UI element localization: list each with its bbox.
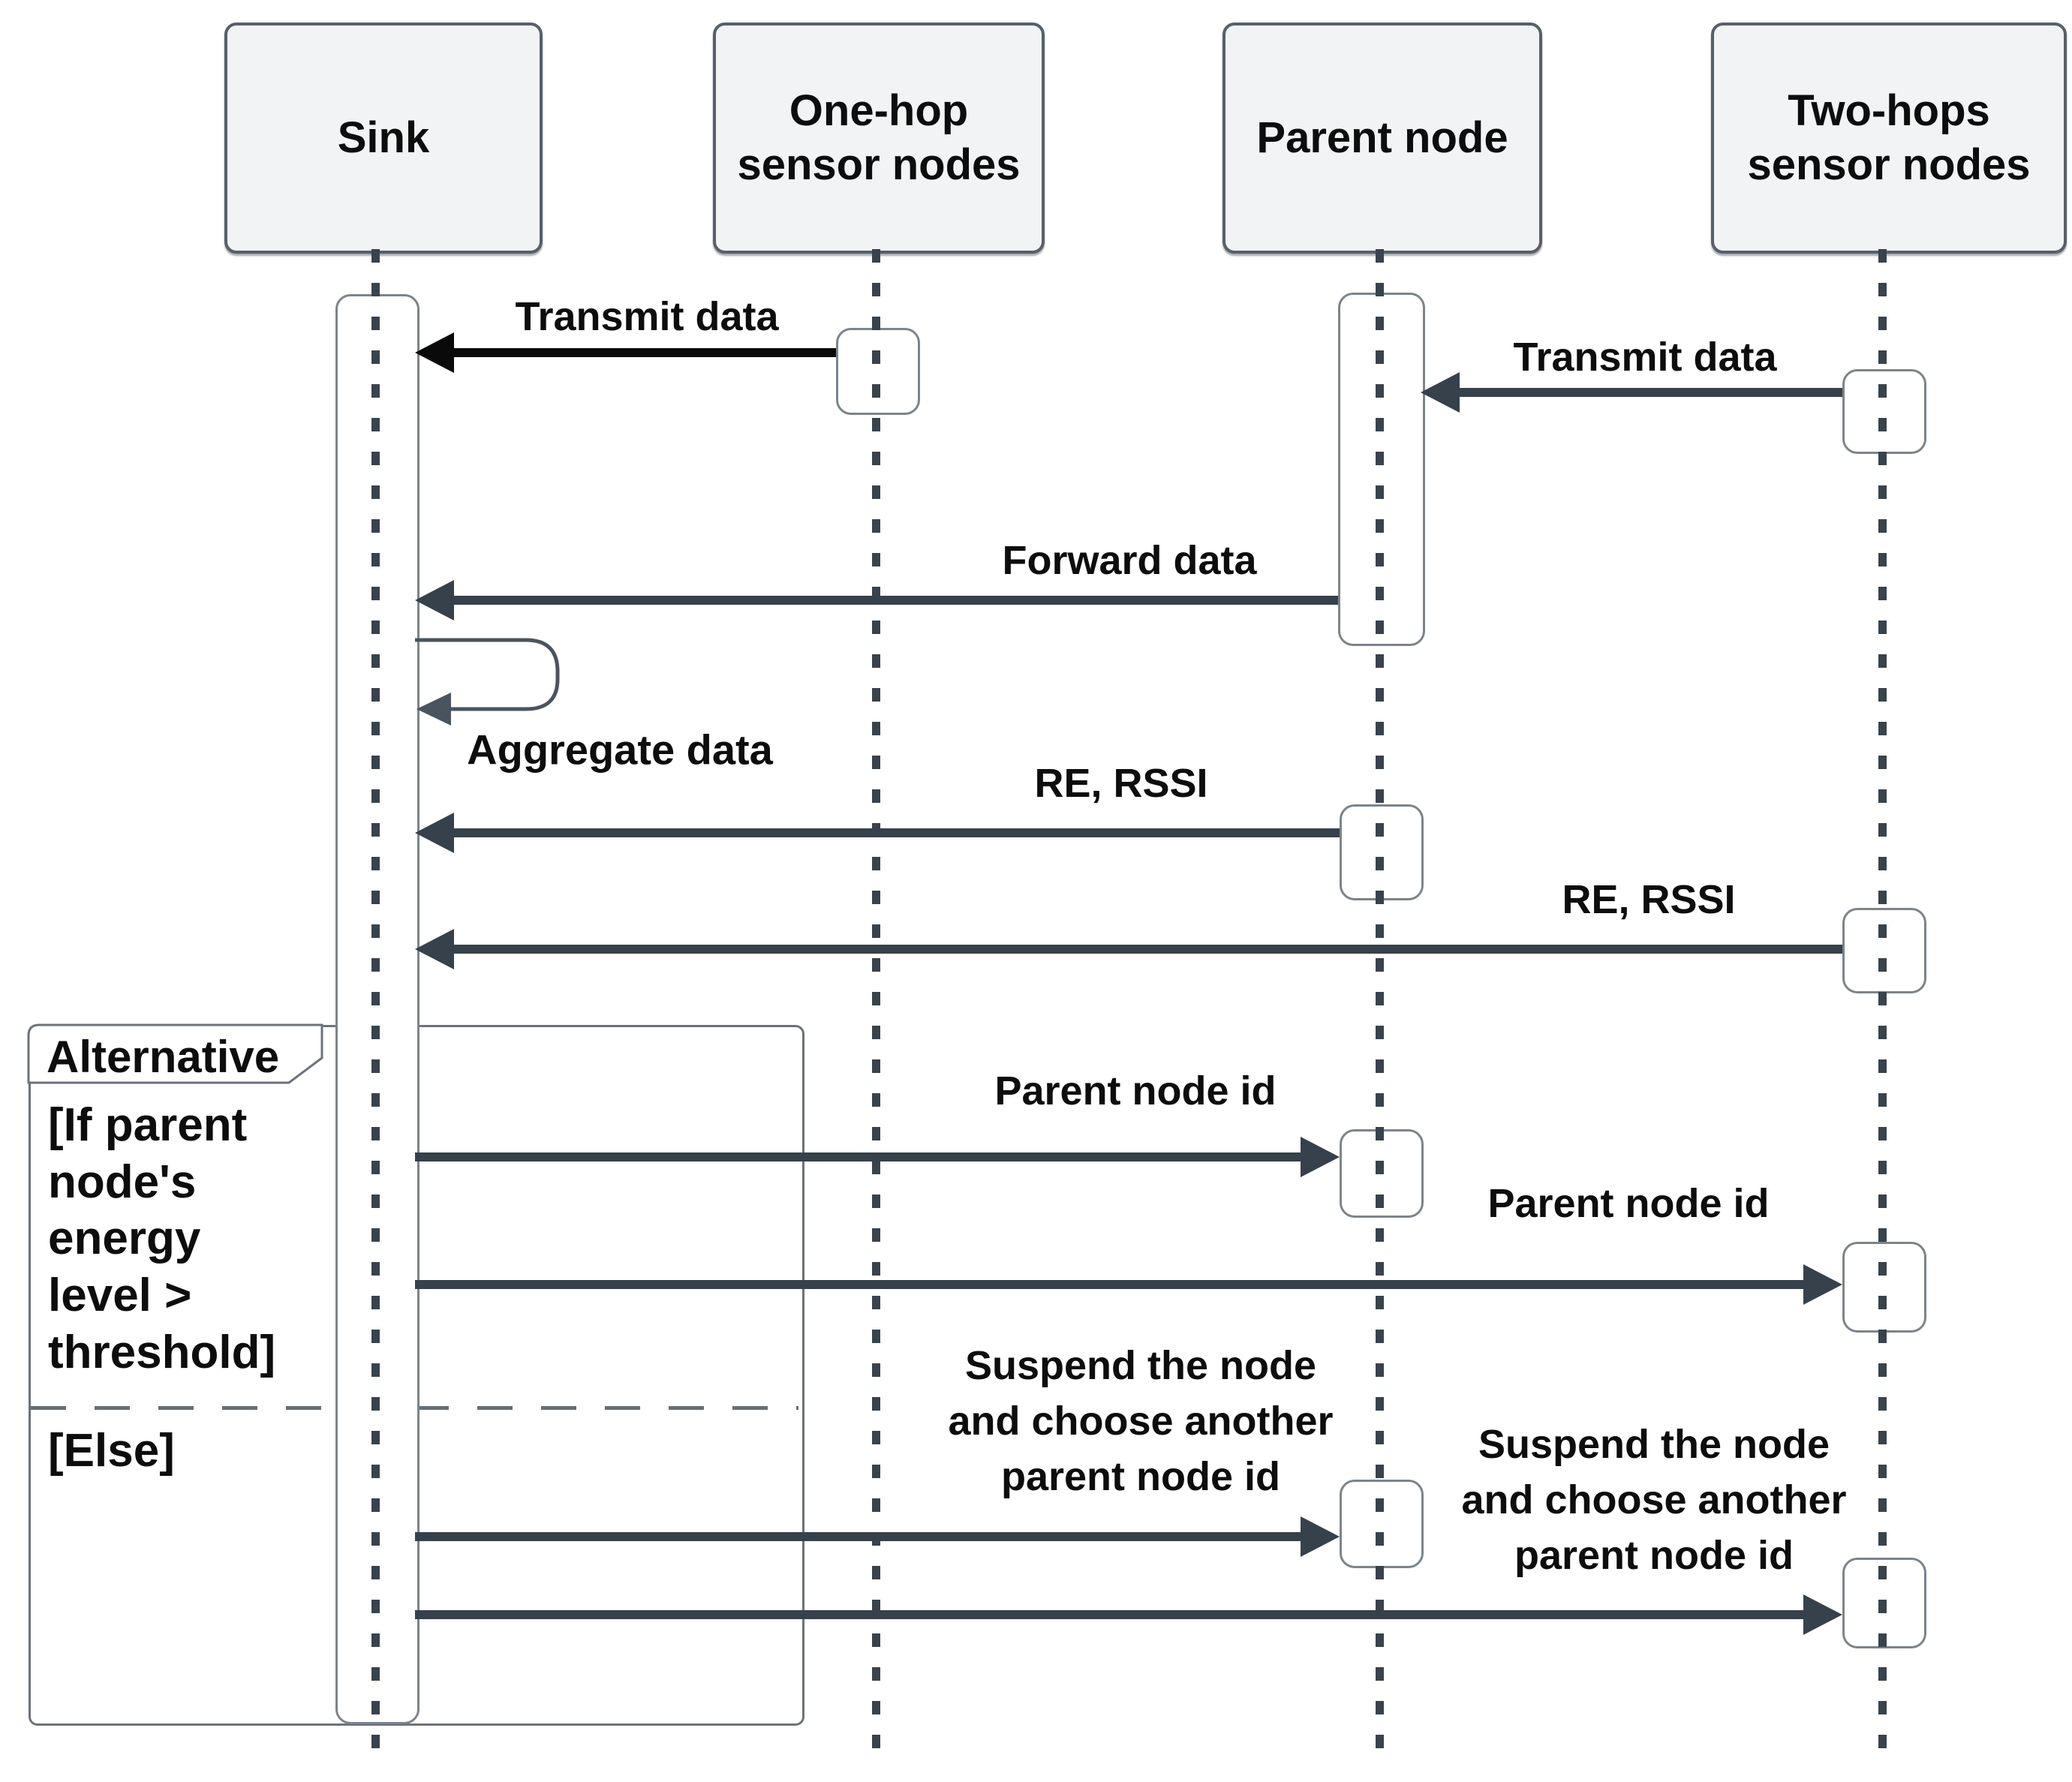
arrowhead-left-icon [415,332,454,373]
lifeline-parent [1376,249,1384,1761]
alt-frame-tab [27,1023,323,1084]
arrowhead-left-icon [415,813,454,853]
participant-two-hops-sensor-nodes: Two-hops sensor nodes [1711,23,2067,254]
arrow-shaft [448,828,1340,837]
alt-guard-if: [If parent node's energy level > thresho… [48,1099,276,1378]
participant-one-hop-label: One-hop sensor nodes [737,86,1021,190]
message-suspend-2-arrow [415,1594,1842,1635]
message-re-rssi-2-arrow [415,929,1842,969]
arrowhead-right-icon [1803,1264,1842,1305]
message-parent-node-id-2-label: Parent node id [1487,1181,1770,1227]
arrowhead-left-icon [1421,372,1460,413]
message-re-rssi-1-label: RE, RSSI [1034,761,1208,807]
message-transmit-data-1-label: Transmit data [515,294,779,340]
participant-parent-label: Parent node [1256,113,1508,162]
participant-parent-node: Parent node [1222,23,1542,254]
message-suspend-2-label: Suspend the node and choose another pare… [1461,1422,1847,1578]
arrow-shaft [1454,388,1842,397]
message-re-rssi-1-arrow [415,813,1340,853]
alt-guard-else: [Else] [48,1425,175,1477]
arrow-shaft [415,1280,1809,1289]
lifeline-one-hop [872,249,880,1761]
arrowhead-left-icon [415,929,454,969]
message-parent-node-id-1-label: Parent node id [994,1068,1277,1114]
participant-one-hop-sensor-nodes: One-hop sensor nodes [713,23,1045,254]
arrowhead-right-icon [1301,1516,1340,1557]
arrowhead-left-icon [415,580,454,621]
arrow-shaft [448,945,1842,954]
arrow-shaft [415,1532,1307,1541]
participant-sink-label: Sink [337,113,430,162]
participant-sink: Sink [224,23,543,254]
message-parent-node-id-1-arrow [415,1137,1340,1177]
message-transmit-data-2-label: Transmit data [1513,335,1777,380]
arrow-shaft [448,596,1338,605]
arrow-shaft [448,348,836,357]
arrow-shaft [415,1152,1307,1161]
lifeline-sink [371,249,380,1761]
message-suspend-1-label: Suspend the node and choose another pare… [948,1343,1334,1499]
arrowhead-right-icon [1803,1594,1842,1635]
arrowhead-right-icon [1301,1137,1340,1177]
message-aggregate-data-self-arrow [415,638,560,726]
message-transmit-data-2-arrow [1421,372,1842,413]
message-transmit-data-1-arrow [415,332,836,373]
alt-frame-title: Alternative [47,1032,280,1082]
message-re-rssi-2-label: RE, RSSI [1562,877,1736,923]
message-forward-data-label: Forward data [1002,538,1257,584]
message-forward-data-arrow [415,580,1338,621]
message-suspend-1-arrow [415,1516,1340,1557]
participant-two-hops-label: Two-hops sensor nodes [1747,86,2031,190]
arrow-shaft [415,1610,1809,1619]
lifeline-two-hops [1878,249,1887,1761]
message-parent-node-id-2-arrow [415,1264,1842,1305]
message-aggregate-data-label: Aggregate data [467,726,773,774]
